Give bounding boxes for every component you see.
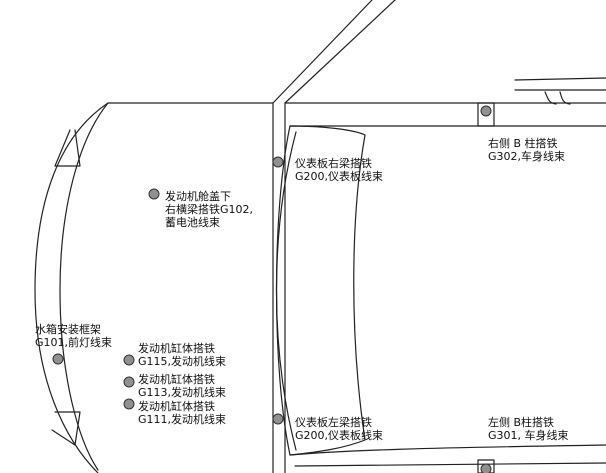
point-label-line: 发动机缸体搭铁 bbox=[138, 342, 215, 355]
point-label-line: G115,发动机线束 bbox=[138, 355, 227, 368]
point-label-line: 仪表板左梁搭铁 bbox=[295, 416, 372, 429]
point-label-line: G113,发动机线束 bbox=[138, 386, 227, 399]
b-pillar-left-block bbox=[477, 459, 495, 473]
point-label-b-pillar-right: 右侧 B 柱搭铁 G302,车身线束 bbox=[488, 137, 565, 163]
headlight-upper bbox=[54, 129, 81, 167]
b-pillar-right-block bbox=[477, 102, 495, 127]
ground-point-radiator-frame bbox=[52, 353, 64, 365]
point-label-engine-g113: 发动机缸体搭铁 G113,发动机线束 bbox=[138, 373, 226, 399]
a-pillar-lines bbox=[272, 0, 606, 104]
point-label-line: 右横梁搭铁G102, bbox=[165, 203, 254, 216]
floor-line-2 bbox=[294, 462, 606, 467]
point-label-line: G200,仪表板线束 bbox=[295, 429, 384, 442]
ground-point-dash-left bbox=[272, 413, 284, 425]
floor-line bbox=[289, 444, 606, 456]
point-label-line: G302,车身线束 bbox=[488, 150, 566, 163]
point-label-dash-left: 仪表板左梁搭铁 G200,仪表板线束 bbox=[295, 416, 383, 442]
ground-point-engine-g115 bbox=[123, 354, 135, 366]
point-label-engine-g115: 发动机缸体搭铁 G115,发动机线束 bbox=[138, 342, 226, 368]
point-label-dash-right: 仪表板右梁搭铁 G200,仪表板线束 bbox=[295, 157, 383, 183]
point-label-line: 右侧 B 柱搭铁 bbox=[488, 137, 558, 150]
point-label-line: 发动机缸体搭铁 bbox=[138, 373, 215, 386]
ground-point-b-pillar-right bbox=[480, 105, 492, 117]
headlight-lower bbox=[51, 411, 81, 446]
point-label-line: 左侧 B柱搭铁 bbox=[488, 416, 555, 429]
point-label-line: 水箱安装框架 bbox=[35, 323, 101, 336]
ground-point-engine-g111 bbox=[123, 398, 135, 410]
point-label-engine-g111: 发动机缸体搭铁 G111,发动机线束 bbox=[138, 400, 226, 426]
ground-point-dash-right bbox=[272, 156, 284, 168]
ground-point-b-pillar-left bbox=[480, 463, 492, 473]
point-label-line: 蓄电池线束 bbox=[165, 216, 220, 229]
point-label-b-pillar-left: 左侧 B柱搭铁 G301, 车身线束 bbox=[488, 416, 569, 442]
point-label-hood-crossmember: 发动机舱盖下 右横梁搭铁G102, 蓄电池线束 bbox=[165, 190, 253, 229]
ground-point-hood-crossmember bbox=[148, 188, 160, 200]
dash-panel-inner bbox=[275, 131, 297, 451]
point-label-line: 仪表板右梁搭铁 bbox=[295, 157, 372, 170]
ground-point-engine-g113 bbox=[123, 376, 135, 388]
point-label-radiator-frame: 水箱安装框架 G101,前灯线束 bbox=[35, 323, 112, 349]
point-label-line: G111,发动机线束 bbox=[138, 413, 227, 426]
point-label-line: 发动机缸体搭铁 bbox=[138, 400, 215, 413]
point-label-line: 发动机舱盖下 bbox=[165, 190, 231, 203]
point-label-line: G101,前灯线束 bbox=[35, 336, 113, 349]
point-label-line: G200,仪表板线束 bbox=[295, 170, 384, 183]
point-label-line: G301, 车身线束 bbox=[488, 429, 569, 442]
rear-door-detail bbox=[514, 77, 606, 105]
front-outline-inner bbox=[59, 102, 109, 471]
